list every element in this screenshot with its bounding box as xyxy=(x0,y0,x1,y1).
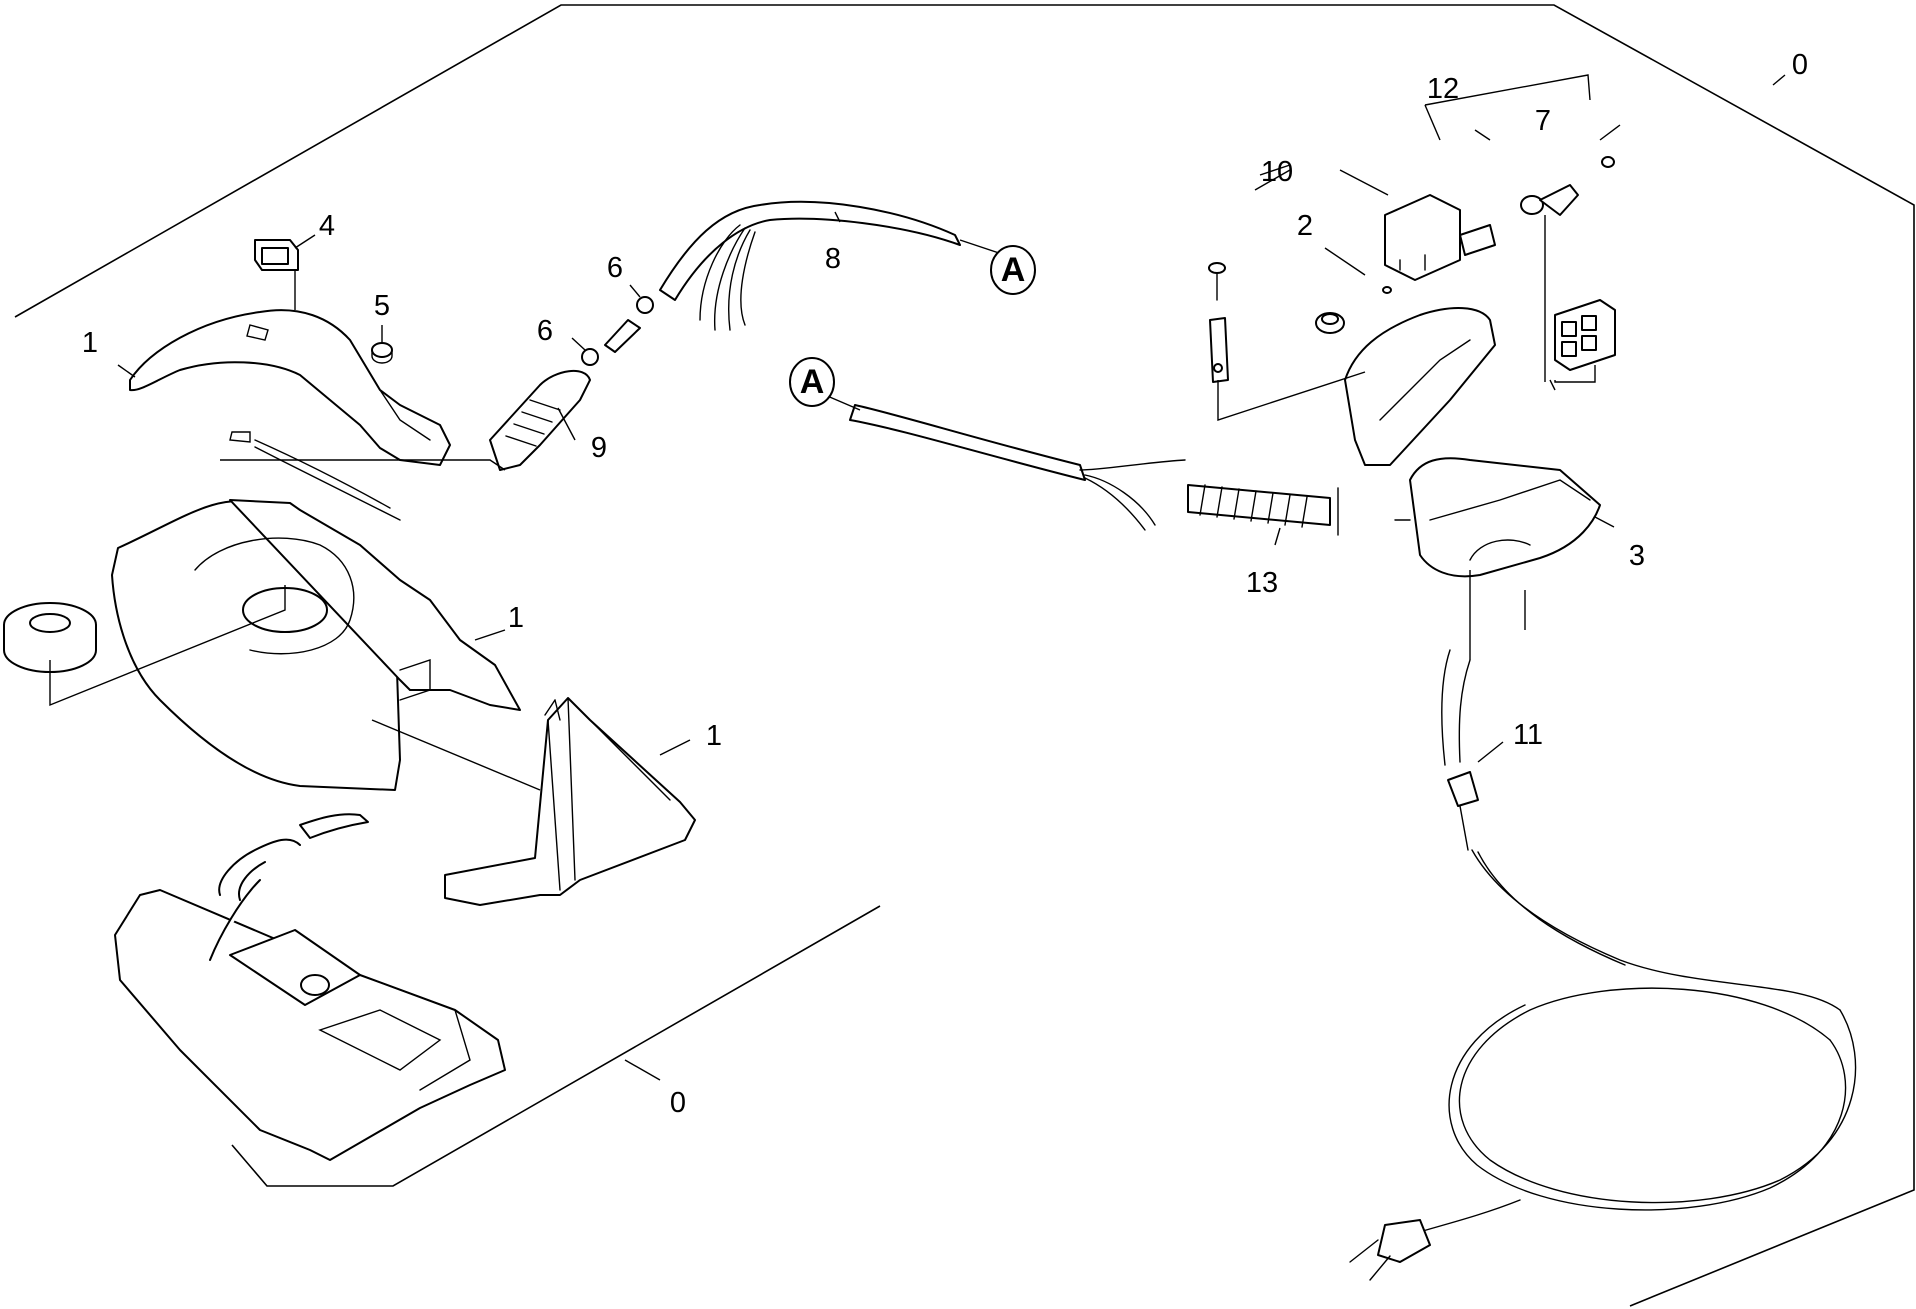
part-label-1-housing: 1 xyxy=(508,602,524,634)
part-label-2: 2 xyxy=(1297,210,1313,242)
soleplate-part xyxy=(114,813,506,1161)
part-label-4: 4 xyxy=(319,210,335,242)
screw-part xyxy=(1208,262,1229,383)
part-label-0-bottom: 0 xyxy=(670,1087,686,1119)
cable-part-a xyxy=(849,404,1186,531)
strain-relief-part xyxy=(489,369,591,471)
terminal-block-part xyxy=(1554,299,1616,371)
temperature-knob-part xyxy=(3,602,97,673)
callout-a-lower: A xyxy=(789,357,861,411)
solenoid-valve-part xyxy=(1384,194,1496,281)
cable-part-8 xyxy=(659,200,961,331)
housing-part xyxy=(111,499,521,791)
callout-a-lower-text: A xyxy=(800,363,825,401)
part-label-10: 10 xyxy=(1261,156,1293,188)
callout-a-upper-text: A xyxy=(1001,251,1026,289)
part-label-6-upper: 6 xyxy=(607,252,623,284)
nozzle-part xyxy=(1520,156,1615,216)
part-label-11: 11 xyxy=(1513,719,1543,751)
handle-part xyxy=(129,309,451,466)
part-label-12: 12 xyxy=(1427,73,1459,105)
thermo-wire-part xyxy=(229,431,401,521)
part-label-3: 3 xyxy=(1629,540,1645,572)
part-label-8: 8 xyxy=(825,243,841,275)
part-label-0-top: 0 xyxy=(1792,49,1808,81)
clamp-ring-part xyxy=(581,296,654,366)
part-label-7: 7 xyxy=(1535,105,1551,137)
part-label-9: 9 xyxy=(591,432,607,464)
cap-part xyxy=(371,342,393,364)
power-cord-part xyxy=(1349,649,1857,1281)
spring-sleeve-part xyxy=(1187,484,1339,536)
connector-box-part xyxy=(1344,307,1601,578)
switch-part xyxy=(254,239,299,271)
clip-part xyxy=(1315,286,1392,334)
callout-a-upper: A xyxy=(959,239,1036,295)
assembly-frame-left xyxy=(14,4,1010,318)
part-label-1-stand: 1 xyxy=(706,720,722,752)
assembly-frame-left-bottom xyxy=(231,905,881,1187)
part-label-5: 5 xyxy=(374,290,390,322)
part-label-6-lower: 6 xyxy=(537,315,553,347)
part-label-1-handle: 1 xyxy=(82,327,98,359)
stand-part xyxy=(444,697,696,906)
assembly-frame-right xyxy=(1010,4,1915,1307)
part-label-13: 13 xyxy=(1246,567,1278,599)
